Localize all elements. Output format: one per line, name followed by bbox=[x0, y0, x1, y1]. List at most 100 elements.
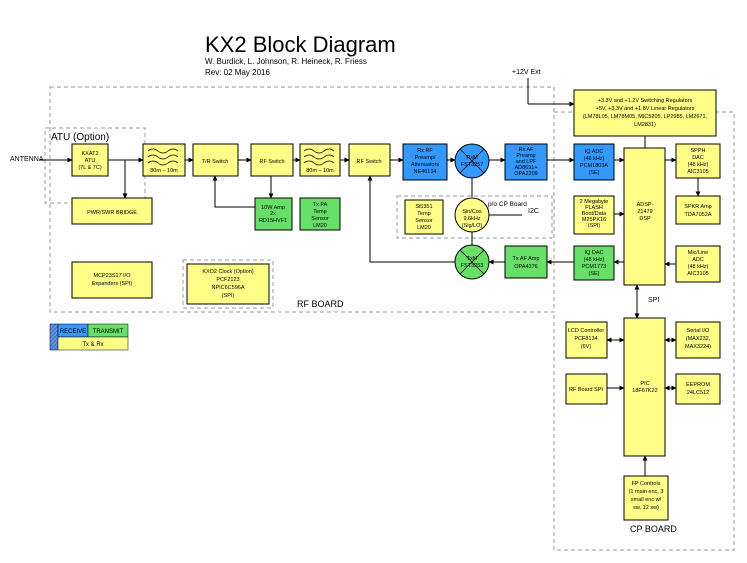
mcp23-block bbox=[71, 261, 153, 299]
mcp23-text-1: Expanders (SPI) bbox=[92, 281, 133, 287]
si5351-text-1: Temp bbox=[417, 211, 430, 217]
lcd-block bbox=[565, 321, 608, 359]
spph-dac-block bbox=[675, 143, 721, 179]
kxo2-text-0: KXO2 Clock (Option) bbox=[202, 269, 254, 275]
spkr-amp-block bbox=[675, 195, 721, 225]
authors: W. Burdick, L. Johnson, R. Heineck, R. F… bbox=[205, 57, 367, 66]
rxm-text-1: FST3257 bbox=[461, 162, 484, 168]
lcd-text-2: (6V) bbox=[581, 344, 592, 350]
spkr-text-0: SPKR Amp bbox=[684, 204, 712, 210]
amp10w-text-0: 10W Amp bbox=[261, 205, 285, 211]
sincos-text-1: 9.6kHz bbox=[463, 216, 480, 222]
bpf-text: 80m – 10m bbox=[306, 168, 334, 174]
legend-hatch bbox=[49, 323, 59, 351]
rxm-text-0: RxM bbox=[466, 155, 478, 161]
tx-af-text-1: OPA4376 bbox=[514, 264, 537, 270]
txm-text-1: FST3253 bbox=[461, 263, 484, 269]
eeprom-block bbox=[675, 373, 721, 405]
iq-adc-text-0: IQ ADC bbox=[585, 149, 604, 155]
regs-text-3: LM2831) bbox=[634, 122, 656, 128]
amp10w-text-1: 2x bbox=[270, 211, 276, 217]
i2c-label: I2C bbox=[528, 208, 539, 215]
serial-text-1: (MAX232, bbox=[686, 336, 711, 342]
rx-rf-text-0: Rx RF bbox=[417, 148, 433, 154]
sincos-circle bbox=[454, 197, 490, 233]
rx-rf-text-2: Attenuators bbox=[411, 162, 439, 168]
pcp-board-outline bbox=[396, 195, 553, 239]
rf-board-spi-text: RF Board SPI bbox=[569, 387, 603, 393]
block-texts: KXAT2 ATU (7L & 7C) PWR/SWR BRIDGE MCP23… bbox=[78, 98, 711, 511]
regs-text-0: +3.3V and +1.2V Switching Regulators bbox=[598, 98, 693, 104]
txpa-text-2: Sensor bbox=[311, 216, 329, 222]
si5351-block bbox=[404, 199, 444, 235]
flash-block bbox=[573, 195, 615, 235]
iq-dac-text-3: (SE) bbox=[589, 271, 600, 277]
legend-receive-text: RECEIVE bbox=[60, 329, 86, 335]
dsp-text-0: ADSP- bbox=[637, 202, 654, 208]
kxat2-text-1: ATU bbox=[85, 158, 96, 164]
si5351-text-0: Si5351 bbox=[415, 204, 432, 210]
antenna-label: ANTENNA bbox=[10, 156, 44, 163]
pic-text-1: 18F67K22 bbox=[632, 388, 657, 394]
txpa-temp-block bbox=[299, 197, 341, 231]
tr-switch-block bbox=[192, 143, 239, 177]
iq-dac-text-1: (48 kHz) bbox=[584, 257, 605, 263]
serial-text-0: Serial I/O bbox=[687, 328, 711, 334]
amp10w-text-2: RD15HVF1 bbox=[259, 218, 287, 224]
sincos-text-2: (Sig/LO) bbox=[462, 223, 483, 229]
flash-text-4: (SPI) bbox=[588, 223, 601, 229]
kxo2-text-2: NPIC6C596A bbox=[211, 285, 244, 291]
rx-af-text-4: OPA2209 bbox=[514, 171, 537, 177]
iq-adc-text-3: (SE) bbox=[589, 170, 600, 176]
rx-af-text-0: Rx AF bbox=[519, 147, 535, 153]
rf-switch1-text: RF Switch bbox=[259, 159, 284, 165]
rf-board-label: RF BOARD bbox=[297, 299, 344, 309]
si5351-text-2: Sensor bbox=[415, 218, 433, 224]
iq-dac-text-2: PCM1773 bbox=[582, 264, 606, 270]
fp-text-3: sw, 12 sw) bbox=[633, 505, 659, 511]
rx-af-text-1: Preamp bbox=[516, 153, 535, 159]
fp-text-0: FP Controls bbox=[632, 481, 661, 487]
spph-text-1: DAC bbox=[692, 155, 704, 161]
filter-symbols bbox=[147, 148, 335, 166]
rf-board-spi-block bbox=[565, 373, 608, 405]
kxat2-text-0: KXAT2 bbox=[81, 151, 98, 157]
txpa-text-1: Temp bbox=[313, 209, 326, 215]
lcd-text-0: LCD Controller bbox=[568, 328, 605, 334]
regs-text-2: (LM78L05, LM78M05, MIC5205, LP2985, LM26… bbox=[583, 114, 708, 120]
pwr-swr-text: PWR/SWR BRIDGE bbox=[87, 210, 137, 216]
amp10w-block bbox=[254, 197, 293, 231]
regs-text-1: +5V, +3.3V and +1.8V Linear Regulators bbox=[596, 106, 695, 112]
mic-text-3: AIC3105 bbox=[687, 271, 708, 277]
spph-text-0: SPPH bbox=[691, 148, 706, 154]
kxo2-block bbox=[186, 263, 270, 305]
legend: RECEIVE TRANSMIT Tx & Rx bbox=[49, 323, 129, 351]
legend-txrx bbox=[57, 336, 129, 351]
revision: Rev: 02 May 2016 bbox=[205, 68, 270, 77]
kxo2-text-3: (SPI) bbox=[222, 293, 235, 299]
lcd-text-1: PCF8134 bbox=[574, 336, 597, 342]
pwr-swr-block bbox=[71, 197, 153, 225]
serial-text-2: MAX3224) bbox=[685, 344, 711, 350]
eeprom-text-1: 24LC512 bbox=[687, 390, 709, 396]
rx-rf-text-3: NE46134 bbox=[414, 169, 437, 175]
iq-dac-text-0: IQ DAC bbox=[585, 250, 604, 256]
mic-text-0: Mic/Line bbox=[688, 250, 708, 256]
iq-adc-text-2: PCM1803A bbox=[580, 163, 608, 169]
flash-text-0: 2 Megabyte bbox=[580, 199, 609, 205]
mic-text-1: ADC bbox=[692, 257, 704, 263]
atu-option-label: ATU (Option) bbox=[51, 132, 109, 143]
regulators-block bbox=[573, 89, 717, 137]
sincos-text-0: Sin/Cos bbox=[462, 209, 482, 215]
txm-text-0: TxM bbox=[467, 256, 478, 262]
connections bbox=[40, 78, 701, 476]
flash-text-2: Boot/Data bbox=[582, 211, 607, 217]
dsp-block bbox=[623, 147, 666, 286]
kxo2-text-1: PCF2123 bbox=[216, 277, 239, 283]
ext-power-label: +12V Ext bbox=[512, 69, 541, 76]
fp-controls-block bbox=[623, 475, 669, 521]
rf-switch2-block bbox=[348, 143, 391, 177]
spph-text-2: (48 kHz) bbox=[688, 162, 709, 168]
kxo2-outline bbox=[182, 259, 274, 309]
serial-io-block bbox=[675, 321, 721, 359]
